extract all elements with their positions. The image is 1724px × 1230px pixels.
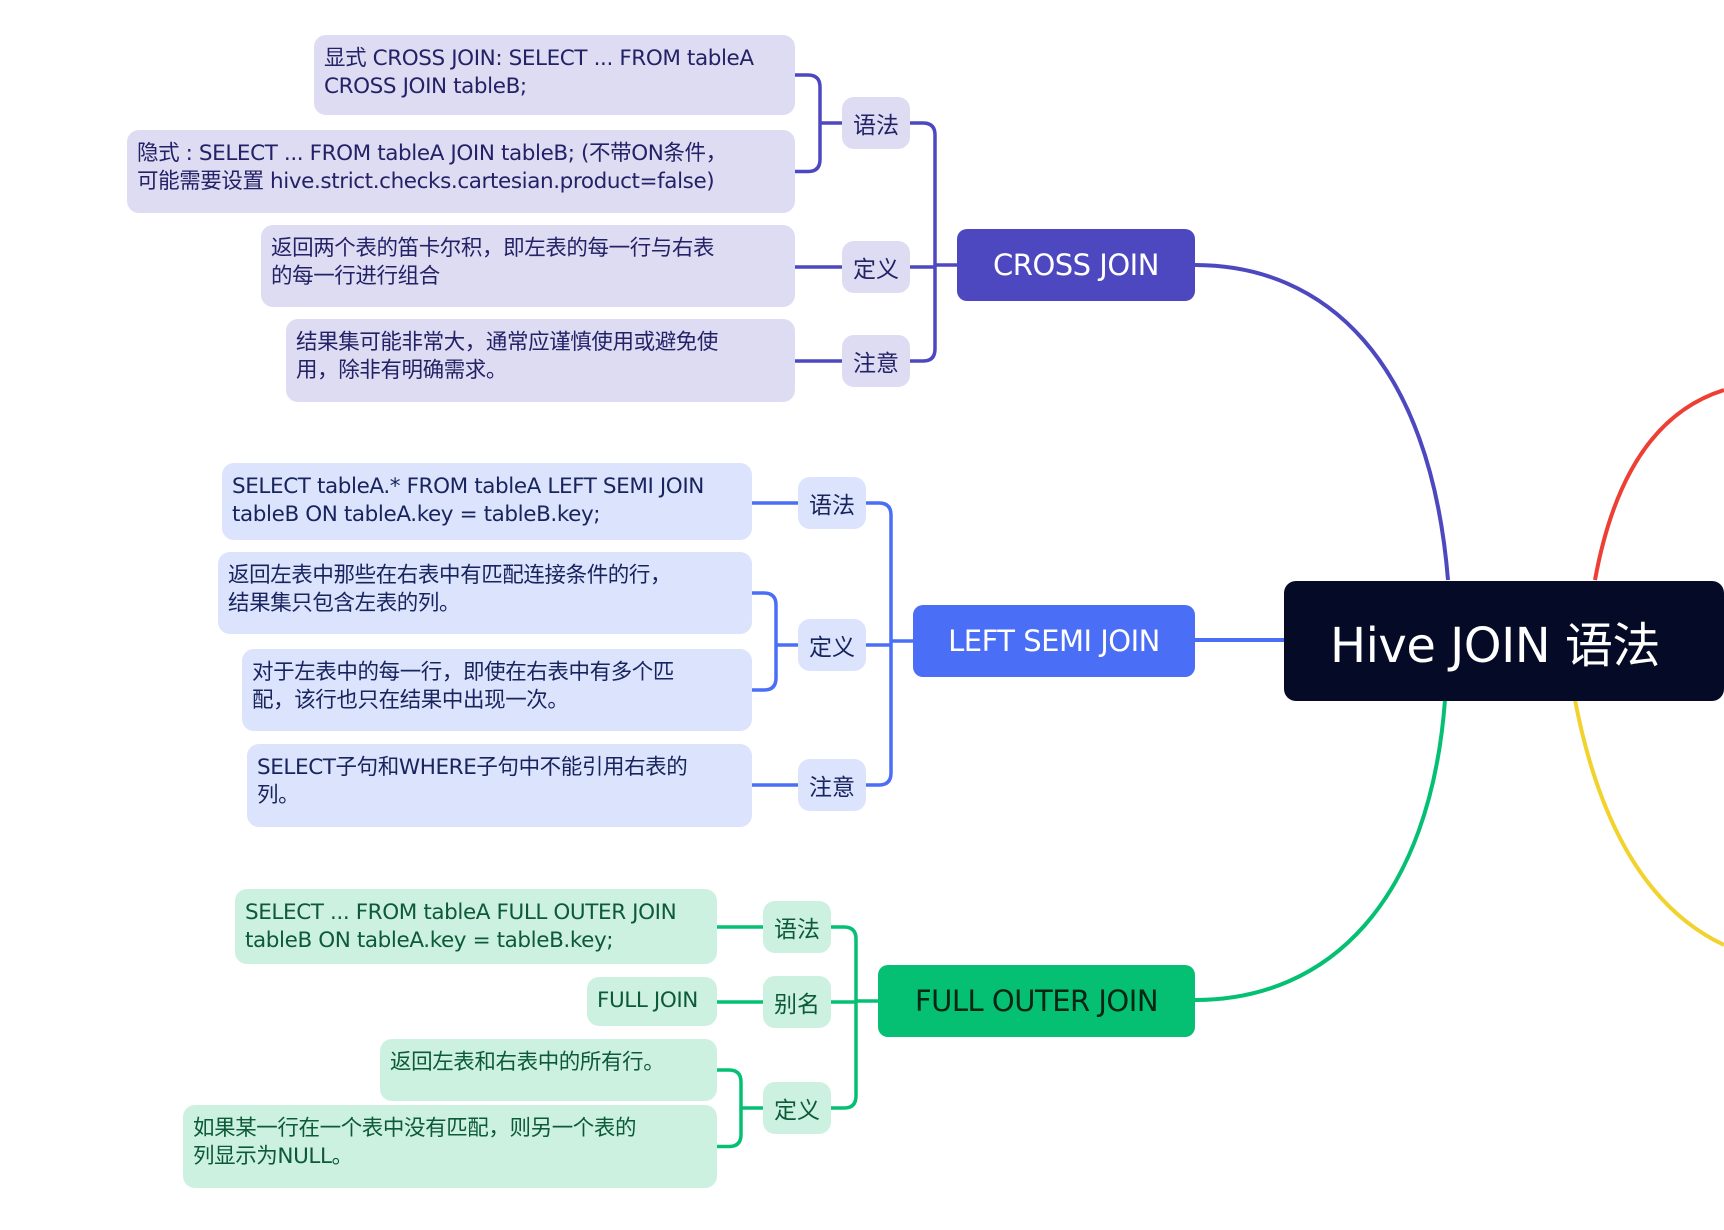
- root-node[interactable]: Hive JOIN 语法: [1284, 581, 1724, 701]
- branch-title-full-outer-join[interactable]: FULL OUTER JOIN: [878, 965, 1195, 1037]
- leaf-definition[interactable]: 返回两个表的笛卡尔积，即左表的每一行与右表 的每一行进行组合: [261, 225, 795, 307]
- leaf-definition-rows[interactable]: 返回左表中那些在右表中有匹配连接条件的行， 结果集只包含左表的列。: [218, 552, 752, 634]
- branch-title-cross-join[interactable]: CROSS JOIN: [957, 229, 1195, 301]
- leaf-explicit-syntax[interactable]: 显式 CROSS JOIN: SELECT ... FROM tableA CR…: [314, 35, 795, 115]
- leaf-syntax[interactable]: SELECT ... FROM tableA FULL OUTER JOIN t…: [235, 889, 717, 964]
- leaf-note[interactable]: 结果集可能非常大，通常应谨慎使用或避免使 用，除非有明确需求。: [286, 319, 795, 402]
- topic-definition[interactable]: 定义: [842, 241, 910, 293]
- topic-note[interactable]: 注意: [798, 759, 866, 811]
- curve-cross: [1194, 263, 1450, 581]
- leaf-note[interactable]: SELECT子句和WHERE子句中不能引用右表的 列。: [247, 744, 752, 827]
- curve-full: [1194, 699, 1447, 1002]
- leaf-alias[interactable]: FULL JOIN: [587, 977, 717, 1026]
- root-title: Hive JOIN 语法: [1330, 618, 1660, 674]
- topic-syntax[interactable]: 语法: [798, 477, 866, 529]
- topic-definition[interactable]: 定义: [763, 1082, 831, 1134]
- topic-definition[interactable]: 定义: [798, 619, 866, 671]
- leaf-definition-null[interactable]: 如果某一行在一个表中没有匹配，则另一个表的 列显示为NULL。: [183, 1105, 717, 1188]
- branch-title-left-semi-join[interactable]: LEFT SEMI JOIN: [913, 605, 1195, 677]
- topic-syntax[interactable]: 语法: [842, 97, 910, 149]
- connectors-semi: [750, 501, 915, 787]
- sub-connectors: [715, 73, 959, 1149]
- topic-alias[interactable]: 别名: [763, 976, 831, 1028]
- connectors-cross: [793, 73, 959, 363]
- topic-syntax[interactable]: 语法: [763, 901, 831, 953]
- leaf-definition-once[interactable]: 对于左表中的每一行，即使在右表中有多个匹 配，该行也只在结果中出现一次。: [242, 649, 752, 731]
- root-branch-curves: [1194, 263, 1724, 1002]
- curve-offscreen-top: [1593, 388, 1724, 581]
- leaf-syntax[interactable]: SELECT tableA.* FROM tableA LEFT SEMI JO…: [222, 463, 752, 540]
- leaf-implicit-syntax[interactable]: 隐式 : SELECT ... FROM tableA JOIN tableB;…: [127, 130, 795, 213]
- topic-note[interactable]: 注意: [842, 335, 910, 387]
- connectors-full: [715, 925, 880, 1149]
- leaf-definition-all-rows[interactable]: 返回左表和右表中的所有行。: [380, 1039, 717, 1101]
- curve-offscreen-bottom: [1573, 699, 1724, 947]
